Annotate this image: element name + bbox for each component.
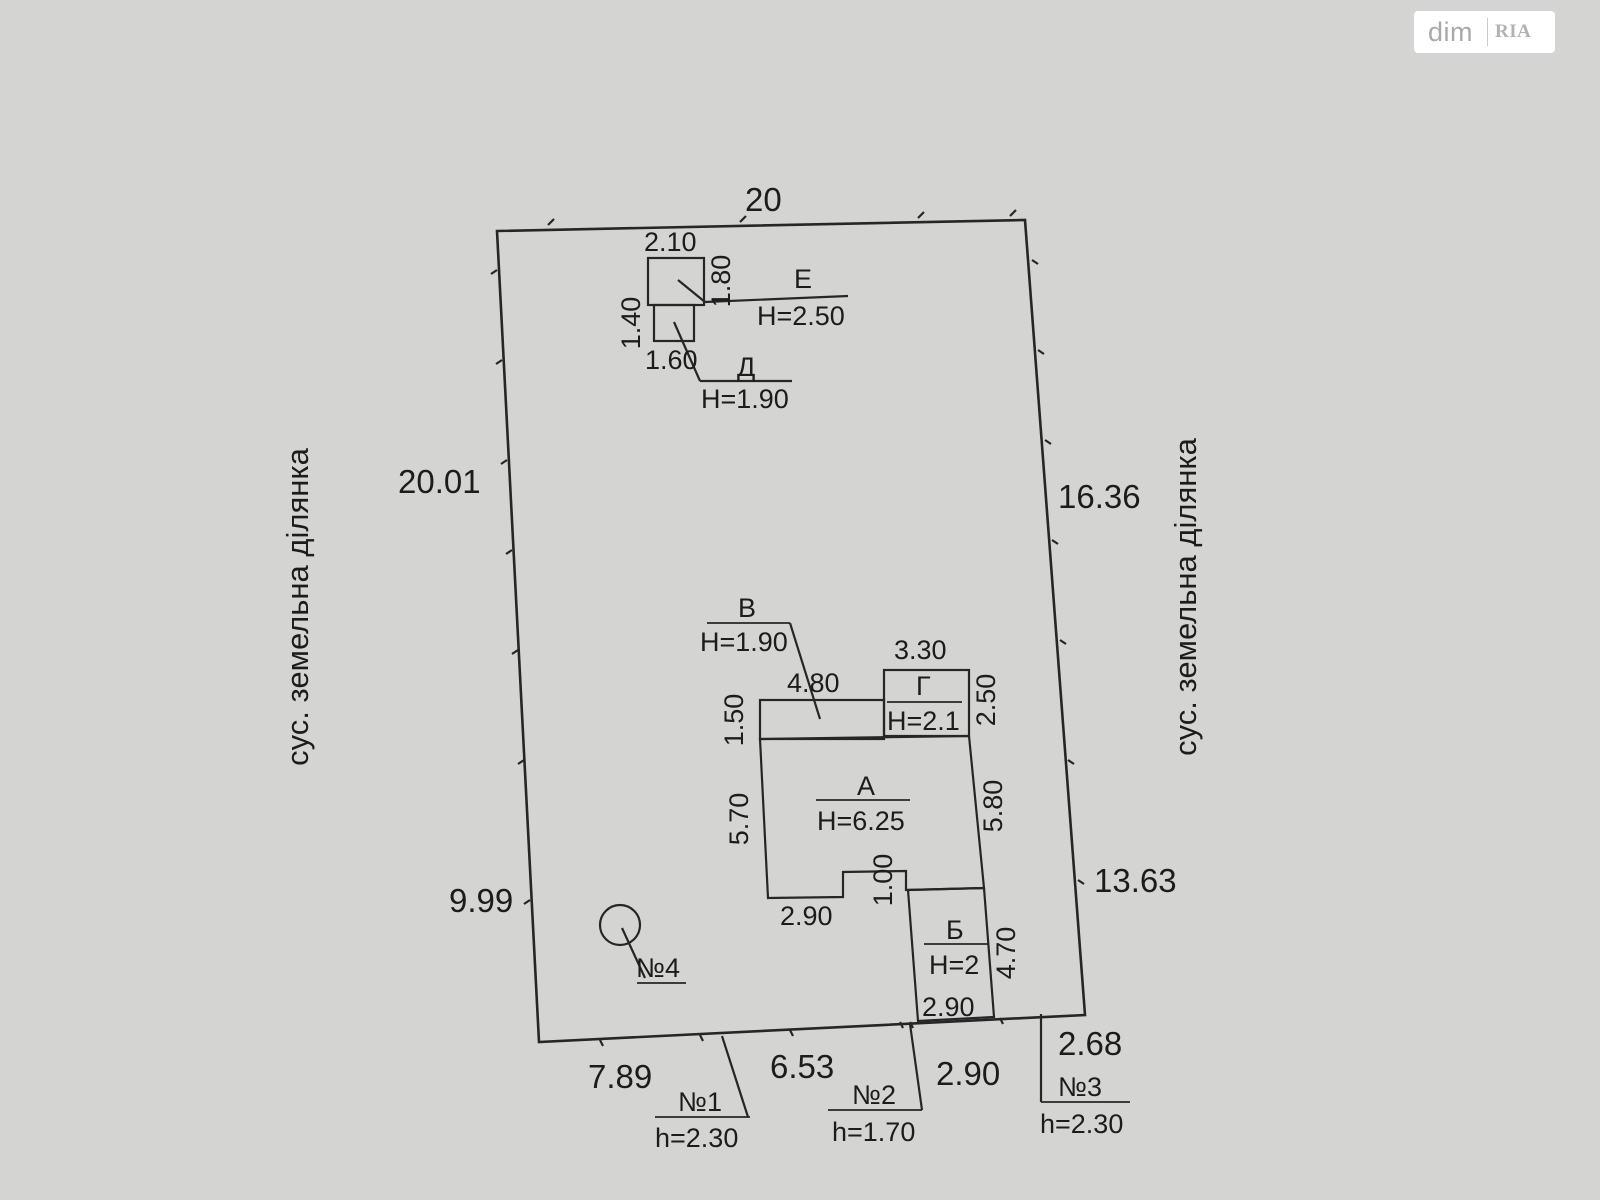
building-b: Б Н=2 4.70 2.90: [906, 886, 1021, 1023]
building-a-outline: [758, 734, 986, 900]
bottom-segment-3-label: 2.90: [936, 1055, 1000, 1092]
bottom-segment-2-label: 6.53: [770, 1048, 834, 1085]
building-g-depth-label: 2.50: [971, 674, 1001, 727]
building-a-height-label: Н=6.25: [817, 806, 905, 836]
fence-n2-label: №2: [852, 1080, 896, 1110]
watermark-ria-emblem: RIA: [1495, 21, 1532, 42]
building-e-letter: Е: [794, 264, 812, 294]
building-b-letter: Б: [946, 915, 964, 945]
left-lower-length-label: 9.99: [449, 882, 513, 919]
building-b-outline: [906, 886, 996, 1023]
right-upper-length-label: 16.36: [1058, 478, 1141, 515]
top-width-label: 20: [745, 181, 782, 218]
building-d-outline: [652, 303, 696, 343]
building-v-height-label: Н=1.90: [700, 627, 788, 657]
bottom-segment-1-label: 7.89: [588, 1058, 652, 1095]
watermark-divider: [1487, 18, 1489, 46]
fence-n2-height-label: h=1.70: [832, 1117, 915, 1147]
well-n4-circle: [598, 903, 642, 947]
building-b-depth-label: 4.70: [991, 927, 1021, 980]
building-d-depth-label: 1.40: [616, 297, 646, 350]
building-a-bottom-width-label: 2.90: [780, 901, 833, 931]
building-a-right-depth-label: 5.80: [978, 780, 1008, 833]
building-a-notch-label: 1.00: [868, 854, 898, 907]
fence-n3-label: №3: [1058, 1072, 1102, 1102]
boundary-ticks: [490, 209, 1085, 1047]
building-v-letter: В: [738, 593, 756, 623]
neighbor-plot-right-label: сус. земельна ділянка: [1168, 437, 1203, 755]
building-d-height-label: Н=1.90: [701, 384, 789, 414]
building-a-letter: А: [857, 771, 875, 801]
watermark-brand: dim: [1428, 16, 1474, 47]
right-lower-length-label: 13.63: [1094, 862, 1177, 899]
well-n4-label: №4: [636, 953, 680, 983]
building-a-left-depth-label: 5.70: [724, 793, 754, 846]
well-n4: №4: [598, 903, 686, 984]
building-g-width-label: 3.30: [894, 635, 947, 665]
fence-n3-height-label: h=2.30: [1040, 1109, 1123, 1139]
left-upper-length-label: 20.01: [398, 463, 481, 500]
building-d: 1.40 1.60 Д Н=1.90: [616, 297, 792, 414]
building-e-width-label: 2.10: [644, 227, 697, 257]
bottom-segment-4-label: 2.68: [1058, 1025, 1122, 1062]
fence-n1: №1 h=2.30: [655, 1035, 750, 1153]
neighbor-plot-left-label: сус. земельна ділянка: [280, 447, 315, 765]
building-a: А Н=6.25 5.70 5.80 2.90 1.00: [724, 734, 1008, 931]
building-e: 2.10 1.80 Е Н=2.50: [644, 227, 849, 331]
fence-n1-height-label: h=2.30: [655, 1123, 738, 1153]
building-d-letter: Д: [737, 352, 755, 382]
plot-boundary: [495, 218, 1087, 1044]
fence-n1-label: №1: [678, 1087, 722, 1117]
building-g-letter: Г: [916, 671, 931, 701]
building-e-depth-label: 1.80: [706, 255, 736, 308]
building-v-depth-label: 1.50: [719, 694, 749, 747]
building-g-height-label: Н=2.1: [887, 706, 960, 736]
building-v-width-label: 4.80: [787, 668, 840, 698]
fence-n2: №2 h=1.70: [828, 1023, 924, 1147]
fence-n3: №3 h=2.30: [1039, 1014, 1130, 1139]
building-b-width-label: 2.90: [922, 992, 975, 1022]
building-e-height-label: Н=2.50: [757, 301, 845, 331]
building-g: 3.30 Г Н=2.1 2.50: [882, 635, 1001, 738]
building-b-height-label: Н=2: [929, 950, 979, 980]
dimria-watermark-logo[interactable]: dim RIA: [1414, 11, 1555, 53]
building-v: В Н=1.90 4.80 1.50: [700, 593, 886, 747]
building-d-width-label: 1.60: [645, 345, 698, 375]
